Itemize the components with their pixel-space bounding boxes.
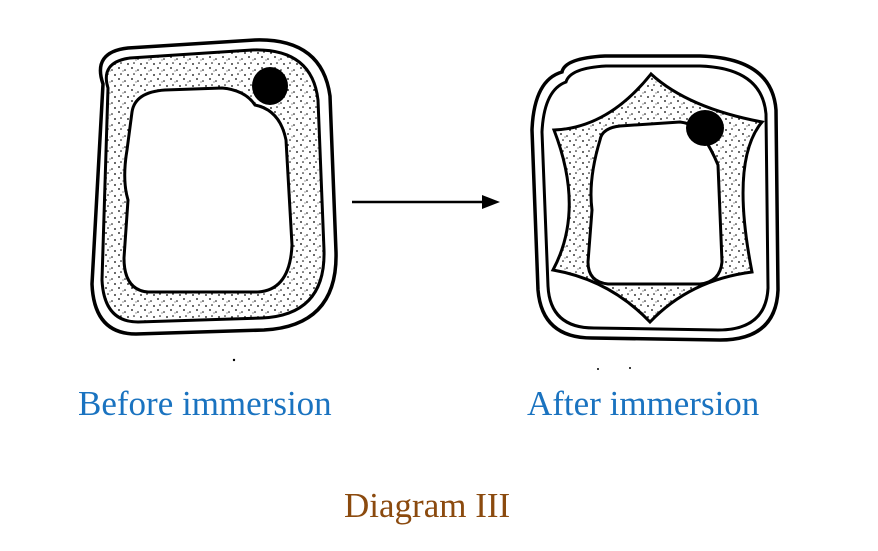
speck xyxy=(232,358,236,362)
diagram-title: Diagram III xyxy=(344,486,511,525)
before-immersion-label: Before immersion xyxy=(78,384,332,423)
speck xyxy=(597,368,599,370)
vacuole xyxy=(586,120,724,286)
cell-wall-inner xyxy=(540,64,770,332)
nucleus xyxy=(252,67,288,105)
cell-before-immersion xyxy=(90,38,340,340)
cell-after-immersion xyxy=(530,54,780,342)
after-immersion-label: After immersion xyxy=(527,384,760,423)
vacuole xyxy=(122,86,294,294)
speck xyxy=(629,367,631,369)
nucleus xyxy=(686,110,724,146)
arrow xyxy=(352,195,500,209)
cell-wall-outer xyxy=(530,54,780,342)
